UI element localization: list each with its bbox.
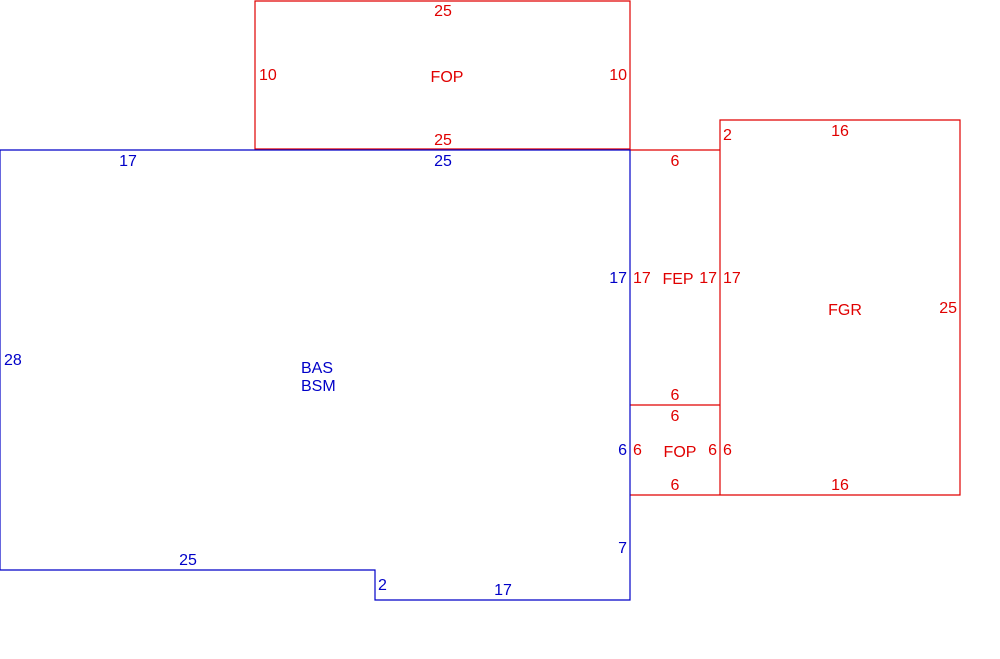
fep-dim-right: 17 <box>699 270 717 287</box>
bas-dim-step: 2 <box>378 577 387 594</box>
fop-small-name: FOP <box>664 444 697 461</box>
fop-top-outline <box>254 0 631 150</box>
fep-dim-top: 6 <box>671 153 680 170</box>
bas-name-line2: BSM <box>301 378 336 395</box>
fgr-name: FGR <box>828 302 862 319</box>
fop-small-dim-bottom: 6 <box>671 477 680 494</box>
bas-name-line1: BAS <box>301 360 333 377</box>
addition-outlines <box>254 0 961 496</box>
bas-dim-top-right: 25 <box>434 153 452 170</box>
fgr-dim-corner: 2 <box>723 127 732 144</box>
bas-outline <box>0 149 631 601</box>
fep-dim-bottom: 6 <box>671 387 680 404</box>
bas-dim-left: 28 <box>4 352 22 369</box>
fgr-dim-bottom: 16 <box>831 477 849 494</box>
bas-dim-bottom-left: 25 <box>179 552 197 569</box>
fep-dim-left: 17 <box>633 270 651 287</box>
fop-top-dim-right: 10 <box>609 67 627 84</box>
fgr-outline <box>719 119 961 496</box>
fop-small-dim-left: 6 <box>633 442 642 459</box>
fgr-dim-top: 16 <box>831 123 849 140</box>
fgr-dim-left-lower: 6 <box>723 442 732 459</box>
addition-labels: FOP 25 10 10 25 FEP 6 17 17 6 FOP 6 6 6 … <box>259 3 957 494</box>
bas-dim-right-fep: 17 <box>609 270 627 287</box>
fgr-dim-right: 25 <box>939 300 957 317</box>
fop-top-dim-bottom: 25 <box>434 132 452 149</box>
bas-labels: BAS BSM 17 25 28 25 2 17 7 6 17 <box>4 153 627 599</box>
fep-name: FEP <box>662 271 693 288</box>
bas-dim-right-fop: 6 <box>618 442 627 459</box>
bas-dim-right-lower: 7 <box>618 540 627 557</box>
fop-small-dim-top: 6 <box>671 408 680 425</box>
fgr-dim-left: 17 <box>723 270 741 287</box>
fop-small-dim-right: 6 <box>708 442 717 459</box>
fop-top-dim-top: 25 <box>434 3 452 20</box>
bas-dim-top-left: 17 <box>119 153 137 170</box>
fop-top-dim-left: 10 <box>259 67 277 84</box>
bas-dim-bottom-right: 17 <box>494 582 512 599</box>
fop-top-name: FOP <box>431 69 464 86</box>
